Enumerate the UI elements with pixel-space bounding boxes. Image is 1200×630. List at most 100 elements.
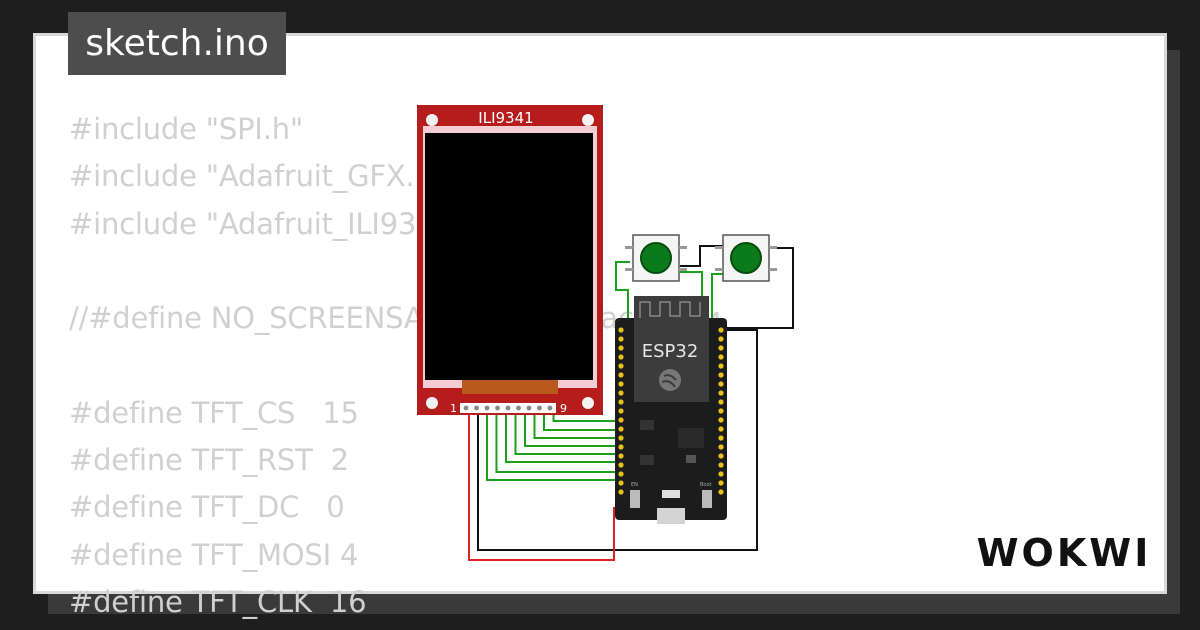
esp32-pin-left: [618, 471, 624, 477]
mount-hole-tr: [582, 114, 594, 126]
display-pin: [526, 405, 532, 411]
esp32-pin-left: [618, 480, 624, 486]
pushbutton-1[interactable]: [625, 234, 687, 282]
esp32-pin-right: [718, 489, 724, 495]
pin-first-label: 1: [450, 402, 457, 415]
ili9341-display[interactable]: ILI9341 1 9: [417, 105, 603, 415]
esp32-pin-right: [718, 354, 724, 360]
button-cap: [640, 242, 672, 274]
display-screen: [425, 133, 593, 380]
esp32-pin-right: [718, 327, 724, 333]
mount-hole-br: [582, 397, 594, 409]
esp32-pin-right: [718, 471, 724, 477]
display-pin: [495, 405, 500, 411]
esp32-pin-left: [618, 408, 624, 414]
button-cap: [730, 242, 762, 274]
esp32-board[interactable]: ESP32 EN Boot: [615, 296, 727, 524]
power-wire: [468, 410, 626, 561]
display-pin: [484, 405, 490, 411]
boot-label: Boot: [700, 482, 712, 488]
signal-wire: [514, 410, 621, 455]
esp32-pin-right: [718, 426, 724, 432]
code-line: #define TFT_DC 0: [69, 490, 345, 525]
boot-button[interactable]: [702, 490, 712, 508]
esp32-label: ESP32: [642, 341, 699, 362]
esp32-pin-right: [718, 372, 724, 378]
signal-wire: [543, 410, 621, 431]
esp32-pin-left: [618, 390, 624, 396]
esp32-pin-right: [718, 390, 724, 396]
mount-hole-bl: [426, 397, 438, 409]
esp32-regulator: [678, 428, 704, 448]
button-wire-4: [711, 273, 723, 330]
antenna-trace: [639, 301, 701, 318]
file-name-tab: sketch.ino: [68, 12, 286, 75]
code-line: #define TFT_MOSI 4: [69, 537, 359, 572]
esp32-pin-left: [618, 426, 624, 432]
esp32-led: [686, 455, 696, 463]
brand-logo-text: WOKWI: [977, 531, 1152, 575]
code-line: #define TFT_CS 15: [69, 395, 359, 430]
button-wire-3: [716, 247, 794, 329]
esp32-pin-left: [618, 462, 624, 468]
esp32-pins: [618, 327, 724, 495]
code-line: #include "SPI.h": [69, 112, 304, 146]
en-label: EN: [631, 482, 638, 488]
display-pin: [463, 405, 469, 411]
esp32-pin-right: [718, 453, 724, 459]
espressif-logo-icon: [659, 369, 681, 391]
esp32-pin-left: [618, 336, 624, 342]
signal-wire: [486, 410, 621, 481]
signal-wire: [524, 410, 621, 447]
display-pin: [547, 405, 553, 411]
esp32-pin-left: [618, 417, 624, 423]
pin-last-label: 9: [560, 402, 567, 415]
display-pins: [463, 405, 553, 411]
esp32-button-small: [662, 490, 680, 498]
esp32-pin-right: [718, 480, 724, 486]
esp32-pin-right: [718, 408, 724, 414]
signal-wire: [495, 410, 621, 473]
esp32-pin-left: [618, 381, 624, 387]
esp32-pin-right: [718, 336, 724, 342]
button-wire-5: [615, 261, 630, 330]
esp32-pin-left: [618, 489, 624, 495]
button-wire-1: [680, 245, 723, 267]
usb-port: [657, 508, 685, 524]
espressif-logo-mark: [661, 374, 677, 388]
code-line: #define TFT_CLK 16: [69, 584, 367, 619]
ground-wire: [477, 329, 758, 551]
wokwi-logo: WOKWI: [977, 531, 1152, 575]
esp32-chip-2: [640, 455, 654, 465]
esp32-pin-right: [718, 444, 724, 450]
signal-wire: [533, 410, 621, 439]
esp32-pin-left: [618, 327, 624, 333]
esp32-chip-1: [640, 420, 654, 430]
esp32-pin-left: [618, 444, 624, 450]
pushbutton-2[interactable]: [715, 234, 777, 282]
esp32-pin-right: [718, 417, 724, 423]
esp32-pin-left: [618, 372, 624, 378]
esp32-pin-left: [618, 453, 624, 459]
esp32-pin-right: [718, 381, 724, 387]
display-ribbon: [462, 380, 558, 394]
esp32-pin-left: [618, 345, 624, 351]
esp32-pin-right: [718, 399, 724, 405]
code-line: #define TFT_RST 2: [69, 443, 349, 478]
display-pin: [516, 405, 521, 411]
code-line: #include "Adafruit_GFX.h": [69, 159, 446, 194]
esp32-pin-left: [618, 435, 624, 441]
esp32-pin-right: [718, 345, 724, 351]
display-pin: [505, 405, 511, 411]
esp32-pin-left: [618, 354, 624, 360]
signal-wire: [505, 410, 621, 463]
mount-hole-tl: [426, 114, 438, 126]
display-pin: [537, 405, 542, 411]
display-label: ILI9341: [478, 109, 533, 127]
display-pin: [474, 405, 479, 411]
esp32-pin-right: [718, 462, 724, 468]
esp32-pin-left: [618, 399, 624, 405]
en-button[interactable]: [630, 490, 640, 508]
esp32-pin-left: [618, 363, 624, 369]
